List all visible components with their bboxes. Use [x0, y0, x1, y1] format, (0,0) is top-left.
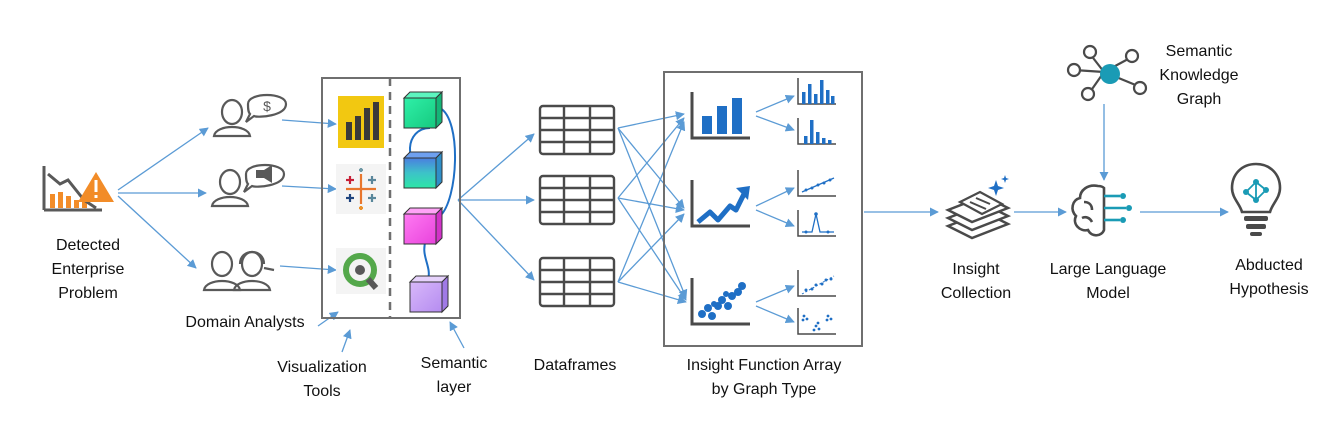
arrow-semantic-to-df-3	[457, 199, 535, 281]
dataframes-text: Dataframes	[533, 357, 617, 374]
scatter-plot-icon[interactable]	[690, 278, 750, 326]
abducted-hypothesis-label: Abducted Hypothesis	[1214, 254, 1324, 302]
document-stack-sparkle-icon	[944, 175, 1012, 240]
arrow-df1-to-trend	[617, 127, 685, 209]
semantic-layer-label: Semantic layer	[404, 352, 504, 400]
arrow-bar-to-mini-1	[755, 94, 795, 113]
cube-connector-1	[439, 107, 456, 217]
cube-connector-3	[423, 239, 430, 281]
domain-analysts-label: Domain Analysts	[170, 311, 320, 335]
arrow-df2-to-scatter	[617, 197, 687, 301]
semantic-layer-line-1: Semantic	[420, 355, 488, 372]
trend-line-icon[interactable]	[690, 180, 750, 228]
arrow-viz-tools-pointer	[341, 329, 352, 353]
detected-problem-label: Detected Enterprise Problem	[30, 234, 146, 306]
semantic-knowledge-graph-line-3: Graph	[1176, 91, 1222, 108]
semantic-knowledge-graph-line-2: Knowledge	[1159, 67, 1239, 84]
semantic-knowledge-graph-label: Semantic Knowledge Graph	[1146, 40, 1252, 112]
arrow-problem-to-analyst-3	[117, 195, 197, 269]
arrow-df2-to-bar	[617, 117, 685, 199]
insight-collection-label: Insight Collection	[924, 258, 1028, 306]
arrow-df3-to-bar	[617, 121, 686, 283]
insight-collection-line-2: Collection	[940, 285, 1012, 302]
semantic-knowledge-graph-line-1: Semantic	[1165, 43, 1233, 60]
table-grid-icon	[538, 174, 616, 226]
connector-arrows	[117, 94, 1229, 353]
arrow-analyst-1-to-tool-1	[281, 118, 337, 128]
arrow-bar-to-mini-2	[755, 115, 795, 132]
insight-collection-line-1: Insight	[952, 261, 1000, 278]
mini-line-chart-icon	[797, 170, 836, 197]
arrow-scatter-to-mini-1	[755, 284, 795, 303]
arrow-problem-to-analyst-1	[117, 127, 209, 191]
arrow-df3-to-scatter	[617, 281, 687, 305]
arrow-trend-to-mini-2	[755, 209, 795, 228]
knowledge-graph-icon	[1066, 44, 1148, 102]
cube-icon	[402, 90, 444, 130]
large-language-model-line-1: Large Language	[1049, 261, 1167, 278]
arrow-df2-to-trend	[617, 197, 685, 214]
dataframes-label: Dataframes	[520, 354, 630, 378]
detected-problem-line-3: Problem	[58, 285, 118, 302]
analyst-dollar-speech-icon: $	[212, 93, 288, 138]
bar-chart-icon[interactable]	[690, 92, 750, 140]
insight-function-array-label: Insight Function Array by Graph Type	[664, 354, 864, 402]
arrow-df1-to-bar	[617, 111, 685, 129]
insight-function-array-box	[663, 71, 863, 347]
large-language-model-label: Large Language Model	[1040, 258, 1176, 306]
arrow-semantic-layer-pointer	[449, 321, 465, 349]
visualization-tools-line-2: Tools	[303, 383, 341, 400]
insight-function-array-line-2: by Graph Type	[711, 381, 817, 398]
cube-icon	[402, 206, 444, 246]
table-grid-icon	[538, 104, 616, 156]
detected-problem-line-1: Detected	[55, 237, 121, 254]
arrow-analyst-3-to-tool-3	[279, 264, 337, 274]
abducted-hypothesis-line-2: Hypothesis	[1229, 281, 1309, 298]
arrow-analyst-2-to-tool-2	[281, 184, 337, 194]
declining-chart-alert-icon	[42, 166, 114, 212]
lightbulb-network-icon	[1230, 162, 1282, 236]
semantic-layer-line-2: layer	[436, 379, 472, 396]
mini-cluster-chart-icon	[797, 308, 836, 335]
tableau-logo[interactable]	[336, 164, 386, 214]
arrow-trend-to-mini-1	[755, 187, 795, 207]
arrow-df1-to-scatter	[617, 127, 688, 299]
domain-analysts-text: Domain Analysts	[185, 314, 305, 331]
brain-circuit-icon	[1071, 184, 1132, 237]
visualization-tools-line-1: Visualization	[277, 359, 367, 376]
analyst-pair-headset-icon	[202, 250, 275, 292]
mini-bar-chart-icon	[797, 118, 836, 145]
qlik-logo[interactable]	[336, 248, 386, 294]
large-language-model-line-2: Model	[1086, 285, 1130, 302]
table-grid-icon	[538, 256, 616, 308]
detected-problem-line-2: Enterprise	[51, 261, 125, 278]
power-bi-logo[interactable]	[338, 96, 384, 148]
semantic-layer-cubes	[402, 90, 456, 314]
arrow-semantic-to-df-1	[457, 133, 535, 201]
arrow-df3-to-trend	[617, 213, 685, 283]
cube-icon	[402, 150, 444, 190]
mini-scatter-chart-icon	[797, 270, 836, 297]
abducted-hypothesis-line-1: Abducted	[1235, 257, 1303, 274]
analyst-megaphone-speech-icon	[210, 163, 286, 208]
arrow-scatter-to-mini-2	[755, 305, 795, 324]
visualization-tools-label: Visualization Tools	[262, 356, 382, 404]
mini-bar-chart-icon	[797, 78, 836, 105]
insight-function-array-line-1: Insight Function Array	[686, 357, 842, 374]
mini-spike-chart-icon	[797, 210, 836, 237]
svg-text:$: $	[263, 98, 271, 114]
cube-icon	[408, 274, 450, 314]
